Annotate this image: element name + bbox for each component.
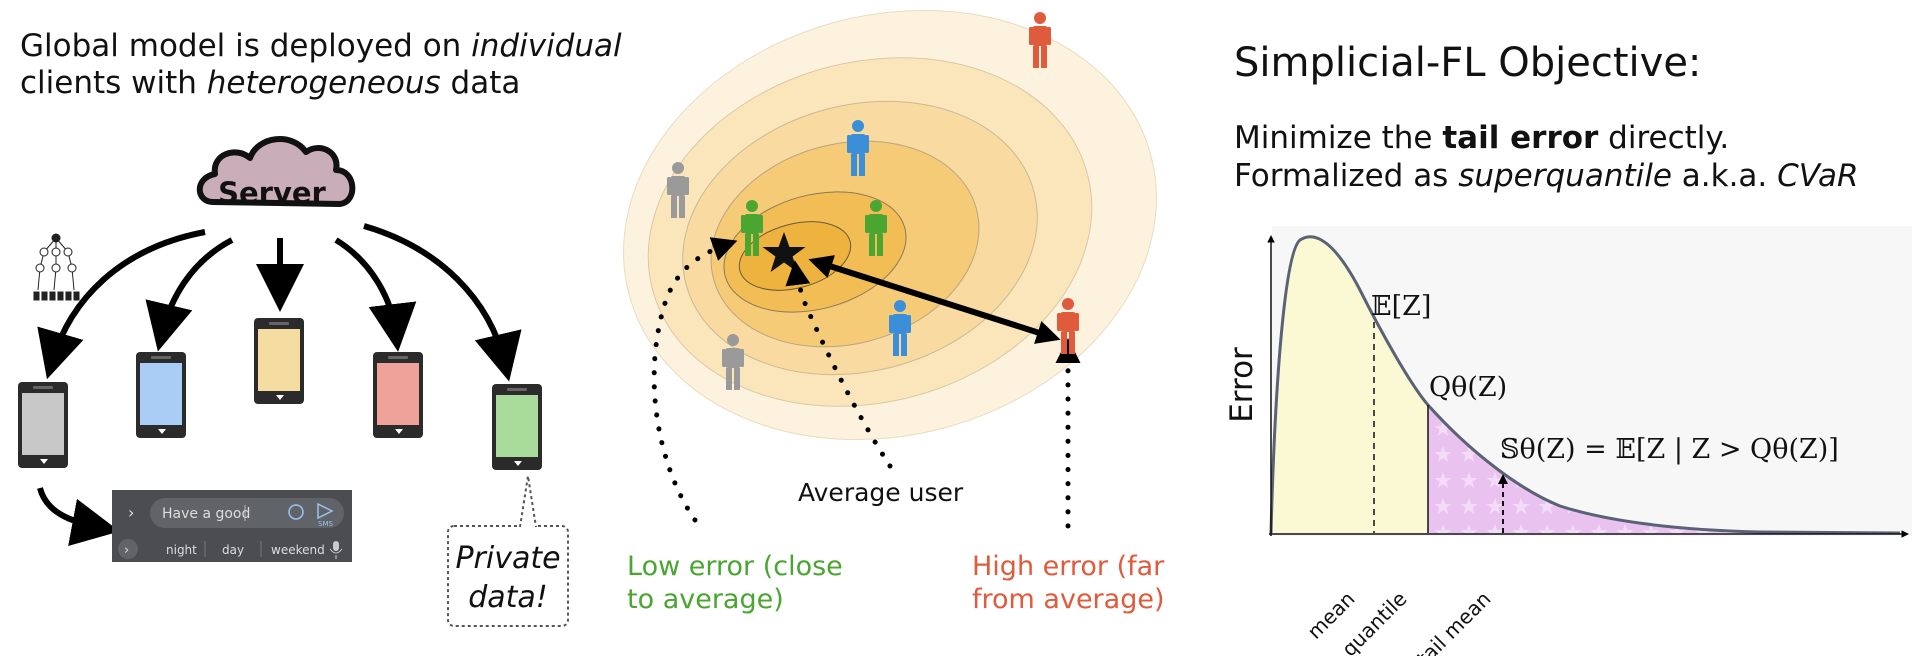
chevron-icon [118,539,138,559]
client-phone-gray [18,382,68,468]
client-phone-red [373,352,423,438]
objective-text: Minimize the [1234,120,1443,156]
quantile-label: Qθ(Z) [1429,372,1507,403]
caption-text: data [440,65,521,101]
tick-label-tail-mean: tail mean [1412,587,1496,656]
high-error-line: High error (far [972,551,1165,582]
objective-line-2: Formalized as superquantile a.k.a. CVaR [1234,158,1859,194]
low-error-line: to average) [627,584,784,615]
high-error-line: from average) [972,584,1165,615]
private-data-line-2: data! [468,580,548,615]
caption-emph: heterogeneous [206,65,441,101]
dotted-pointer-low [651,237,738,523]
objective-emph: superquantile [1458,158,1672,194]
error-contour-plot [623,9,1157,441]
server-cloud: Server [196,136,356,210]
expectation-label: 𝔼[Z] [1371,291,1431,322]
objective-emph: CVaR [1777,158,1859,194]
client-phone-yellow [254,318,304,404]
y-axis-label: Error [1224,347,1260,423]
client-phone-blue [136,352,186,438]
private-data-line-1: Private [455,541,560,576]
server-label: Server [218,176,326,210]
objective-text: directly. [1598,120,1730,156]
suggestion-weekend: weekend [271,543,325,557]
objective-line-1: Minimize the tail error directly. [1234,120,1729,156]
objective-title: Simplicial-FL Objective: [1234,40,1702,86]
caption-text: clients with [20,65,207,101]
client-phone-green [492,384,542,470]
svg-text:›: › [124,543,129,558]
distance-arrow [808,255,1061,344]
low-error-label: Low error (close to average) [627,550,843,616]
send-icon [317,502,334,520]
caption-emph: individual [471,28,622,64]
high-error-label: High error (far from average) [972,550,1164,616]
emoji-icon [288,504,304,520]
send-label: SMS [318,520,333,528]
keyboard-suggestion-panel: › Have a good SMS › night day weekend [112,490,352,562]
objective-text: Formalized as [1234,158,1459,194]
deployment-arrows [37,223,522,547]
suggestion-day: day [222,543,244,557]
superquantile-label: 𝕊θ(Z) = 𝔼[Z | Z > Qθ(Z)] [1500,434,1839,465]
objective-emph: tail error [1442,120,1599,156]
left-caption: Global model is deployed on individual c… [20,28,622,102]
objective-text: a.k.a. [1671,158,1778,194]
average-user-label: Average user [798,478,964,507]
average-model-star-icon [762,232,806,272]
keyboard-input-text: Have a good [162,506,250,522]
svg-text:›: › [128,503,134,522]
tail-error-plot: 𝔼[Z] Qθ(Z) 𝕊θ(Z) = 𝔼[Z | Z > Qθ(Z)] Erro… [1224,226,1912,656]
low-error-line: Low error (close [627,551,843,582]
caption-text: Global model is deployed on [20,28,472,64]
suggestion-night: night [166,543,197,557]
microphone-icon [333,541,339,551]
model-network-icon [33,233,80,301]
private-data-callout: Private data! [447,475,569,627]
